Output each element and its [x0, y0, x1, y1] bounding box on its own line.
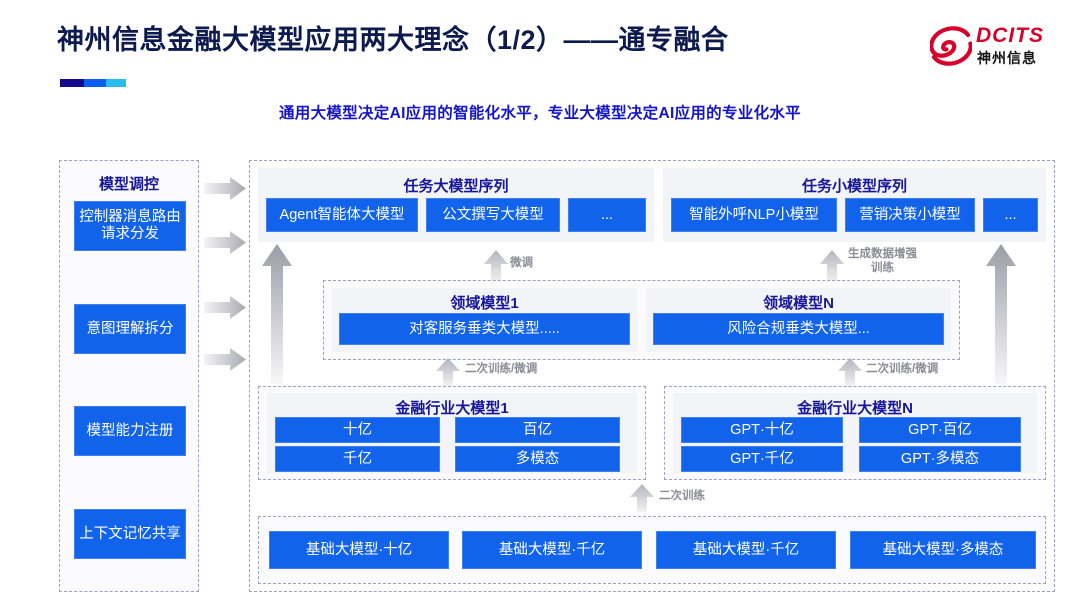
task-large-item-document[interactable]: 公文撰写大模型 [426, 198, 560, 232]
accent-segment-3 [106, 79, 126, 87]
caption-retrain-finetune-left: 二次训练/微调 [465, 363, 538, 375]
task-large-item-agent[interactable]: Agent智能体大模型 [266, 198, 418, 232]
accent-segment-1 [60, 79, 84, 87]
industry-model-n-panel: 金融行业大模型N GPT·十亿 GPT·百亿 GPT·千亿 GPT·多模态 [673, 393, 1037, 473]
industry-model-n-item-1[interactable]: GPT·十亿 [681, 417, 843, 443]
industry-model-n-title: 金融行业大模型N [797, 400, 913, 417]
sidebar-item-context-memory[interactable]: 上下文记忆共享 [74, 509, 186, 559]
page-title: 神州信息金融大模型应用两大理念（1/2）——通专融合 [57, 25, 729, 55]
industry-model-1-item-4[interactable]: 多模态 [455, 446, 620, 472]
flow-arrow-up-tall-left [262, 244, 292, 384]
domain-model-1-item[interactable]: 对客服务垂类大模型..... [339, 313, 630, 345]
task-large-model-title: 任务大模型序列 [403, 178, 509, 195]
task-large-model-panel: 任务大模型序列 Agent智能体大模型 公文撰写大模型 ... [258, 168, 654, 242]
industry-model-n-item-3[interactable]: GPT·千亿 [681, 446, 843, 472]
foundation-model-1[interactable]: 基础大模型·十亿 [269, 531, 449, 569]
industry-model-1-frame: 金融行业大模型1 十亿 百亿 千亿 多模态 [258, 386, 646, 480]
sidebar-item-controller-routing[interactable]: 控制器消息路由请求分发 [74, 201, 186, 251]
flow-arrow-up-retrain-left [436, 358, 460, 386]
flow-arrow-up-finetune [484, 250, 508, 282]
domain-model-n-panel: 领域模型N 风险合规垂类大模型... [646, 288, 951, 352]
diagram-outer-frame [249, 160, 1055, 592]
domain-model-1-title: 领域模型1 [450, 295, 519, 312]
foundation-model-layer: 基础大模型·十亿 基础大模型·千亿 基础大模型·千亿 基础大模型·多模态 [258, 516, 1046, 584]
task-small-item-more[interactable]: ... [983, 198, 1038, 232]
flow-arrow-up-retrain-right [838, 358, 862, 386]
domain-model-1-panel: 领域模型1 对客服务垂类大模型..... [332, 288, 637, 352]
page-header: 神州信息金融大模型应用两大理念（1/2）——通专融合 DCITS 神州信息 [0, 0, 1080, 95]
sidebar-title: 模型调控 [98, 176, 159, 193]
dcits-swirl-icon [930, 26, 972, 66]
industry-model-1-item-2[interactable]: 百亿 [455, 417, 620, 443]
task-small-item-nlp-outbound[interactable]: 智能外呼NLP小模型 [671, 198, 837, 232]
industry-model-1-item-1[interactable]: 十亿 [275, 417, 440, 443]
industry-model-n-item-4[interactable]: GPT·多模态 [859, 446, 1021, 472]
task-small-model-panel: 任务小模型序列 智能外呼NLP小模型 营销决策小模型 ... [663, 168, 1046, 242]
task-small-model-title: 任务小模型序列 [801, 178, 907, 195]
caption-finetune: 微调 [510, 257, 533, 269]
flow-arrow-right-2 [204, 231, 246, 254]
industry-model-1-item-3[interactable]: 千亿 [275, 446, 440, 472]
flow-arrow-up-retrain-center [630, 484, 654, 512]
flow-arrow-right-1 [204, 177, 246, 200]
page-subtitle: 通用大模型决定AI应用的智能化水平，专业大模型决定AI应用的专业化水平 [278, 105, 801, 122]
sidebar-item-intent-parsing[interactable]: 意图理解拆分 [74, 304, 186, 354]
logo-sub-wordmark: 神州信息 [977, 50, 1037, 66]
industry-model-n-frame: 金融行业大模型N GPT·十亿 GPT·百亿 GPT·千亿 GPT·多模态 [664, 386, 1046, 480]
sidebar-model-control: 模型调控 控制器消息路由请求分发 意图理解拆分 模型能力注册 上下文记忆共享 [59, 160, 199, 592]
foundation-model-4[interactable]: 基础大模型·多模态 [850, 531, 1036, 569]
sidebar-item-capability-registry[interactable]: 模型能力注册 [74, 406, 186, 456]
foundation-model-3[interactable]: 基础大模型·千亿 [656, 531, 836, 569]
accent-bar [60, 79, 126, 87]
industry-model-1-panel: 金融行业大模型1 十亿 百亿 千亿 多模态 [267, 393, 637, 473]
caption-gen-data-augmentation: 生成数据增强 训练 [848, 248, 917, 275]
flow-arrow-right-3 [204, 296, 246, 319]
foundation-model-2[interactable]: 基础大模型·千亿 [462, 531, 642, 569]
logo-wordmark: DCITS [976, 24, 1044, 47]
flow-arrow-up-tall-right [986, 244, 1016, 384]
flow-arrow-up-gen-data-aug [820, 250, 844, 282]
domain-model-n-title: 领域模型N [763, 295, 834, 312]
caption-retrain-finetune-right: 二次训练/微调 [866, 363, 939, 375]
industry-model-n-item-2[interactable]: GPT·百亿 [859, 417, 1021, 443]
task-large-item-more[interactable]: ... [568, 198, 646, 232]
industry-model-1-title: 金融行业大模型1 [395, 400, 509, 417]
caption-retrain: 二次训练 [659, 490, 705, 502]
domain-model-layer: 领域模型1 对客服务垂类大模型..... 领域模型N 风险合规垂类大模型... [323, 280, 960, 360]
accent-segment-2 [84, 79, 106, 87]
brand-logo: DCITS 神州信息 [930, 22, 1062, 76]
domain-model-n-item[interactable]: 风险合规垂类大模型... [653, 313, 944, 345]
flow-arrow-right-4 [204, 348, 246, 371]
task-small-item-marketing[interactable]: 营销决策小模型 [845, 198, 975, 232]
